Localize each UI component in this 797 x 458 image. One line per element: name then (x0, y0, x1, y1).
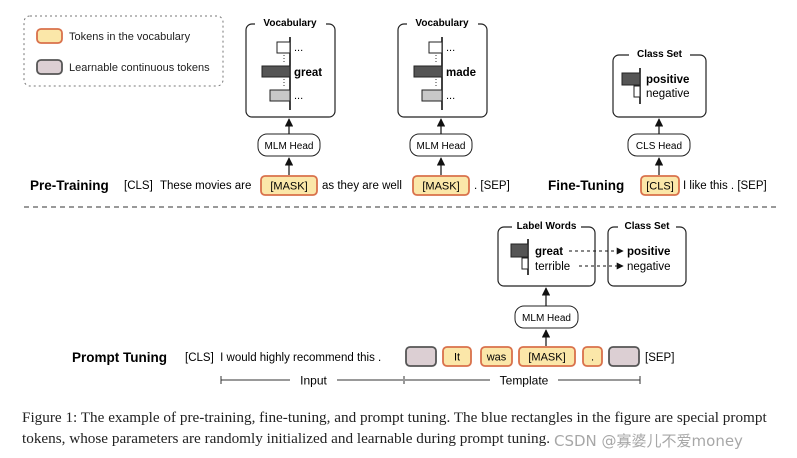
token-mask (518, 346, 576, 367)
vocab-bar-great (261, 65, 291, 78)
vocab-bar-bottom (269, 89, 291, 102)
vocab-bar-made (413, 65, 443, 78)
legend-vocab-swatch (36, 28, 63, 44)
prompt-tuning-diagram: Tokens in the vocabulary Learnable conti… (23, 15, 776, 388)
prompt-input-text: [CLS] I would highly recommend this . (185, 352, 381, 364)
vocabulary-title: Vocabulary (263, 18, 317, 29)
class-bar-positive (621, 72, 641, 86)
vocab-top-ellipsis: ... (294, 42, 303, 54)
finetuning-cls-token (640, 175, 680, 196)
figure-caption: Figure 1: The example of pre-training, f… (22, 409, 767, 447)
learnable-token-2 (608, 346, 640, 367)
prompt-mlm-head-label: MLM Head (522, 313, 571, 324)
token-was (480, 346, 513, 367)
pretraining-text-after: . [SEP] (474, 180, 510, 192)
class-set-title: Class Set (637, 49, 683, 60)
token-it (442, 346, 472, 367)
prompt-heading: Prompt Tuning (72, 350, 167, 365)
input-label: Input (300, 374, 327, 388)
finetuning-cls-label: [CLS] (646, 181, 674, 193)
pretraining-mask-token-2 (412, 175, 470, 196)
finetuning-class-set: Class Set positive negative (612, 47, 707, 118)
pretraining-mask-1-label: [MASK] (270, 181, 307, 193)
template-bracket: Template (405, 374, 641, 388)
pretraining-text-before: These movies are (160, 180, 251, 192)
vocab-bottom-ellipsis: ... (446, 90, 455, 102)
pretraining-text-middle: as they are well (322, 180, 402, 192)
pretraining-mask-2-label: [MASK] (422, 181, 459, 193)
vocab-bottom-ellipsis: ... (294, 90, 303, 102)
vocab-bar-top (428, 41, 443, 54)
class-positive: positive (627, 246, 670, 258)
class-positive: positive (646, 74, 689, 86)
class-negative: negative (646, 88, 689, 100)
finetuning-text: I like this . [SEP] (683, 180, 767, 192)
legend-frame (23, 15, 224, 87)
vocab-bar-bottom (421, 89, 443, 102)
vocabulary-box-1: Vocabulary ... great ... (245, 16, 336, 118)
token-it-label: It (454, 352, 460, 364)
legend-learnable-swatch (36, 59, 63, 75)
prompt-class-set: Class Set positive negative (607, 219, 687, 287)
token-mask-label: [MASK] (528, 352, 565, 364)
finetuning-heading: Fine-Tuning (548, 178, 624, 193)
label-bar-great (510, 243, 529, 258)
class-set-title-bg (618, 219, 676, 233)
token-was-label: was (486, 352, 507, 364)
vocabulary-title: Vocabulary (415, 18, 469, 29)
class-negative: negative (627, 261, 670, 273)
class-set-title-bg (629, 47, 690, 61)
vocabulary-box-2: Vocabulary ... made ... (397, 16, 488, 118)
legend-learnable-label: Learnable continuous tokens (69, 62, 210, 74)
template-label: Template (500, 374, 549, 388)
vocab-bar-top (276, 41, 291, 54)
pretraining-cls: [CLS] (124, 180, 153, 192)
label-word-great: great (535, 246, 563, 258)
mlm-head-2-label: MLM Head (417, 141, 466, 152)
cls-head-label: CLS Head (636, 141, 682, 152)
token-dot-label: . (591, 352, 594, 364)
pretraining-mask-token-1 (260, 175, 318, 196)
input-bracket: Input (220, 374, 403, 388)
vocab-word-made: made (446, 67, 476, 79)
vocabulary-title-bg (407, 16, 478, 30)
learnable-token-1 (405, 346, 437, 367)
label-word-terrible: terrible (535, 261, 570, 273)
label-words-title-bg (512, 219, 581, 233)
legend: Tokens in the vocabulary Learnable conti… (23, 15, 224, 87)
class-set-title: Class Set (624, 221, 670, 232)
token-sep: [SEP] (645, 352, 674, 364)
label-words-box: Label Words great terrible (497, 219, 596, 287)
mlm-head-1-label: MLM Head (265, 141, 314, 152)
class-bar-negative (633, 85, 641, 98)
pretraining-heading: Pre-Training (30, 178, 109, 193)
vocab-word-great: great (294, 67, 322, 79)
label-words-title: Label Words (517, 221, 577, 232)
class-set-frame (612, 54, 707, 118)
legend-vocab-label: Tokens in the vocabulary (69, 31, 191, 43)
token-dot (582, 346, 603, 367)
watermark: CSDN @寡婆儿不爱money (554, 432, 743, 450)
vocabulary-title-bg (255, 16, 326, 30)
vocab-top-ellipsis: ... (446, 42, 455, 54)
label-bar-terrible (521, 257, 529, 270)
